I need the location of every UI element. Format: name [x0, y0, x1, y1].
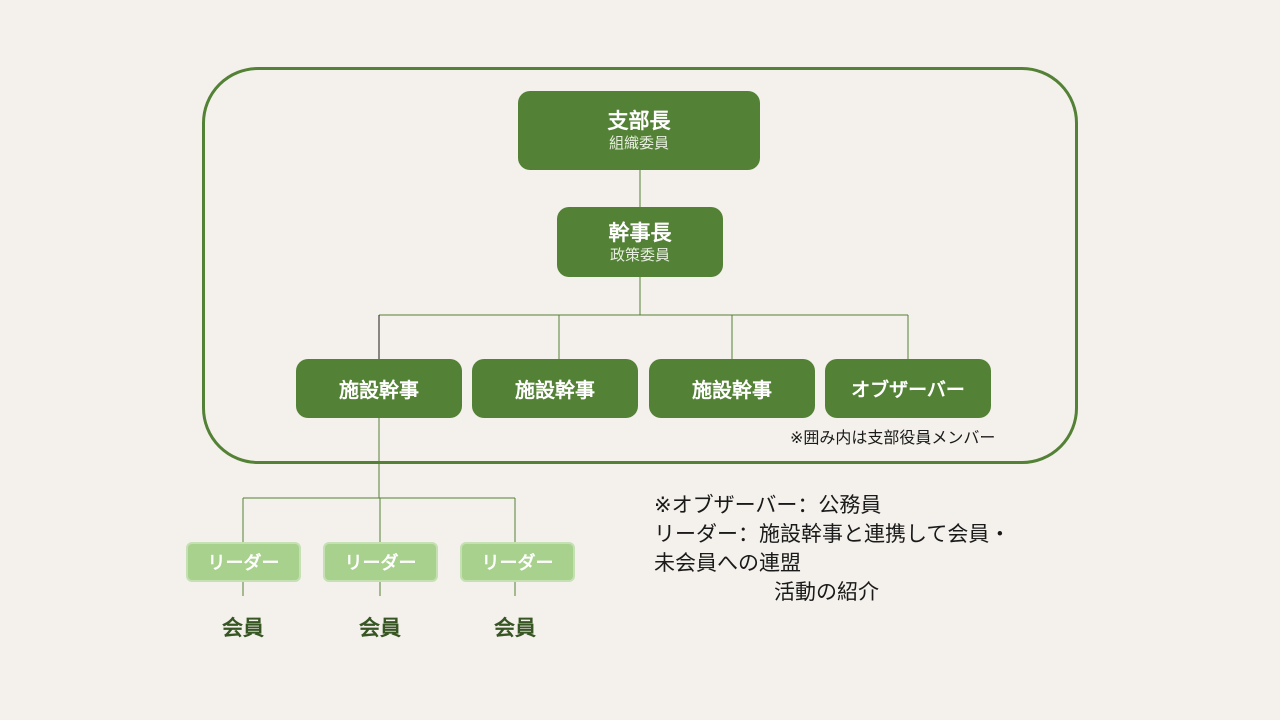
- node-leader-3: リーダー: [460, 542, 575, 582]
- node-branch-chief: 支部長 組織委員: [518, 91, 760, 170]
- note-leader: リーダー：施設幹事と連携して会員・: [654, 522, 1011, 546]
- node-facility-secretary-2: 施設幹事: [472, 359, 638, 418]
- note-leader-cont-2: 活動の紹介: [774, 580, 879, 604]
- node-secretary-general-title: 幹事長: [608, 220, 672, 245]
- node-leader-2-label: リーダー: [344, 553, 417, 574]
- member-label-3: 会員: [494, 616, 536, 640]
- member-label-2: 会員: [359, 616, 401, 640]
- node-observer: オブザーバー: [825, 359, 991, 418]
- member-label-1: 会員: [222, 616, 264, 640]
- node-leader-1: リーダー: [186, 542, 301, 582]
- officer-frame: [202, 67, 1078, 464]
- node-branch-chief-title: 支部長: [607, 109, 671, 133]
- node-facility-secretary-1-label: 施設幹事: [339, 378, 419, 402]
- node-secretary-general-sub: 政策委員: [609, 245, 670, 264]
- frame-note: ※囲み内は支部役員メンバー: [790, 428, 996, 447]
- node-branch-chief-sub: 組織委員: [608, 134, 669, 152]
- node-facility-secretary-3: 施設幹事: [649, 359, 815, 418]
- node-leader-3-label: リーダー: [481, 553, 554, 574]
- node-secretary-general: 幹事長 政策委員: [557, 207, 723, 277]
- node-facility-secretary-3-label: 施設幹事: [692, 378, 772, 402]
- node-observer-label: オブザーバー: [851, 379, 965, 401]
- role-notes: ※オブザーバー：公務員 リーダー：施設幹事と連携して会員・ 未会員への連盟 活動…: [654, 491, 1010, 607]
- node-facility-secretary-1: 施設幹事: [296, 359, 462, 418]
- note-observer: ※オブザーバー：公務員: [654, 493, 882, 517]
- note-leader-cont: 未会員への連盟: [654, 551, 801, 575]
- node-facility-secretary-2-label: 施設幹事: [515, 378, 595, 402]
- node-leader-2: リーダー: [323, 542, 438, 582]
- node-leader-1-label: リーダー: [207, 553, 280, 574]
